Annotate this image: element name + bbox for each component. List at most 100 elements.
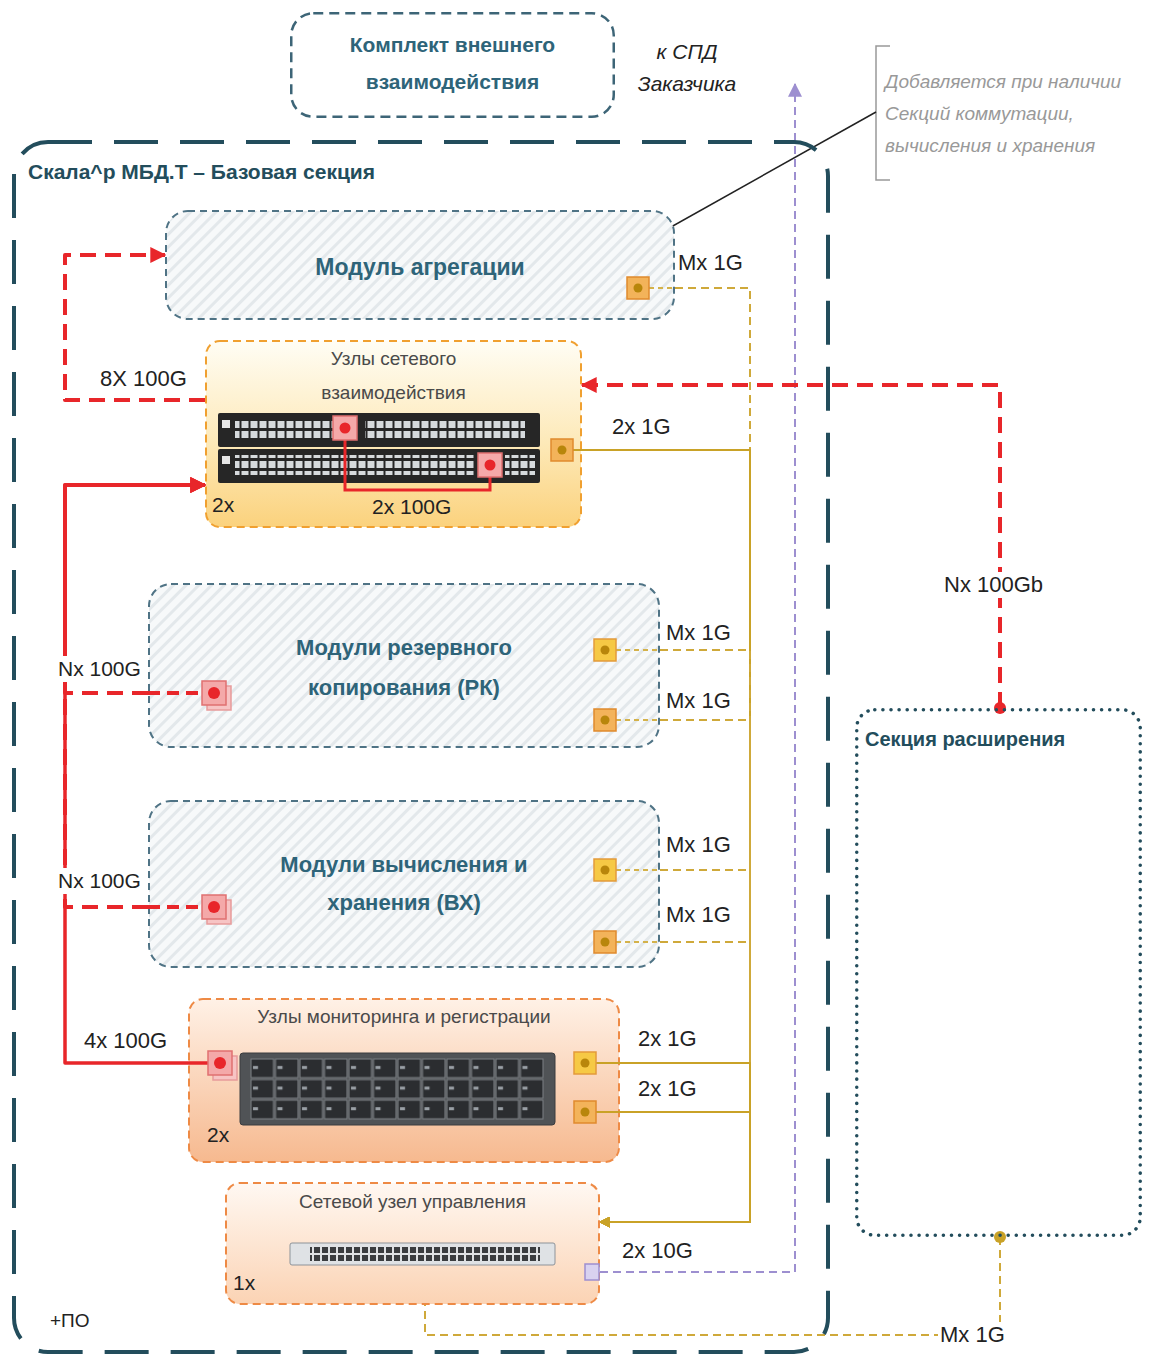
text-slot: Модули вычисления и хранения (ВХ)	[254, 846, 554, 922]
port-square	[208, 1051, 232, 1075]
port-illustration	[148, 583, 660, 748]
text-slot: Узлы мониторинга и регистрации	[208, 1004, 600, 1030]
node-group-box: Сетевой узел управления 1x	[225, 1182, 600, 1305]
connector	[600, 1063, 750, 1222]
box-border	[857, 710, 1141, 1236]
connector-dot	[994, 1231, 1006, 1243]
link-label: 2x 100G	[372, 494, 472, 520]
text-slot: 2x 100G	[372, 494, 472, 520]
text-slot: Модули резервного копирования (РК)	[254, 628, 554, 708]
box-count: 2x	[207, 1122, 247, 1148]
box-title: Секция расширения	[865, 726, 1132, 752]
text-slot: Сетевой узел управления	[245, 1189, 580, 1215]
port-dot	[208, 901, 220, 913]
text-slot: Mx 1G	[938, 1322, 1007, 1348]
switch-body	[218, 413, 540, 447]
port-wire	[148, 905, 202, 909]
port-wire	[596, 1111, 620, 1113]
connector	[600, 720, 750, 1222]
box-title: Комплект внешнего взаимодействия	[300, 26, 605, 100]
port-square	[574, 1101, 596, 1123]
text-slot: 4x 100G	[84, 1028, 167, 1054]
box-border	[189, 999, 619, 1162]
port-wire	[616, 649, 660, 651]
edge-label: 2x 1G	[638, 1076, 697, 1102]
port-square	[594, 639, 616, 661]
port-dot	[558, 446, 567, 455]
port-square	[594, 931, 616, 953]
port-dot	[581, 1108, 590, 1117]
switch-ports	[235, 419, 334, 439]
text-slot: Mx 1G	[666, 688, 731, 714]
port-dot	[485, 460, 496, 471]
text-slot: 2x 1G	[612, 414, 671, 440]
connector	[600, 288, 750, 1222]
box-title: Модули резервного копирования (РК)	[254, 628, 554, 708]
box-title: Сетевой узел управления	[245, 1189, 580, 1215]
edge-label: 8X 100G	[100, 366, 187, 392]
text-slot: Nx 100Gb	[942, 572, 1045, 598]
port-wire	[616, 941, 660, 943]
box-border	[149, 801, 659, 967]
text-slot: Nx 100G	[56, 656, 143, 682]
port-wire	[616, 869, 660, 871]
port-square	[594, 709, 616, 731]
link-label: 2x 10G	[622, 1238, 732, 1264]
box-border	[206, 341, 581, 527]
box-count: +ПО	[50, 1308, 130, 1334]
text-slot: Mx 1G	[678, 250, 743, 276]
switch-led	[222, 420, 230, 428]
node-group-box: Узлы мониторинга и регистрации 2x	[188, 998, 620, 1163]
text-slot: Nx 100G	[56, 868, 143, 894]
text-slot: к СПД Заказчика	[622, 36, 752, 100]
text-slot: Узлы сетевого взаимодействия	[265, 342, 522, 410]
text-slot: +ПО	[50, 1308, 130, 1334]
text-slot: Добавляется при наличии Секций коммутаци…	[885, 66, 1135, 162]
text-slot: 2x 10G	[622, 1238, 732, 1264]
port-square	[585, 1264, 599, 1280]
box-outline	[148, 800, 660, 968]
port-square	[202, 895, 226, 919]
box-border	[166, 211, 674, 319]
edge-label: 2x 1G	[612, 414, 671, 440]
port-square	[333, 416, 357, 440]
callout-note: Добавляется при наличии Секций коммутаци…	[885, 66, 1135, 162]
port-square	[594, 859, 616, 881]
port-wire	[649, 287, 675, 289]
section-frame: Скала^р МБД.Т – Базовая секция+ПО Модуль…	[12, 140, 830, 1354]
module-box: Модули резервного копирования (РК)	[148, 583, 660, 748]
server-body	[240, 1053, 555, 1125]
text-slot: Секция расширения	[865, 726, 1132, 752]
port-square	[478, 453, 502, 477]
module-box: Модуль агрегации	[165, 210, 675, 320]
connector-dot	[994, 702, 1006, 714]
box-title: Модули вычисления и хранения (ВХ)	[254, 846, 554, 922]
box-border	[291, 13, 614, 117]
edge-label: Mx 1G	[666, 620, 731, 646]
switch-led	[222, 456, 230, 464]
port-dot	[634, 284, 643, 293]
port-dot	[601, 646, 610, 655]
port-dot	[581, 1059, 590, 1068]
text-slot: Комплект внешнего взаимодействия	[300, 26, 605, 100]
edge-label: 4x 100G	[84, 1028, 167, 1054]
destination-label: к СПД Заказчика	[622, 36, 752, 100]
port-dot	[601, 938, 610, 947]
edge-label: Mx 1G	[666, 832, 731, 858]
port-dot	[601, 866, 610, 875]
edge-label: Mx 1G	[938, 1322, 1007, 1348]
switch-ports	[365, 419, 525, 439]
box-title: Узлы сетевого взаимодействия	[265, 342, 522, 410]
edge-label: Nx 100G	[56, 868, 143, 894]
edge-label: Nx 100Gb	[942, 572, 1045, 598]
connector	[600, 942, 750, 1222]
port-square	[627, 277, 649, 299]
port-dot	[340, 423, 351, 434]
text-slot: Mx 1G	[666, 902, 731, 928]
text-slot: 2x	[207, 1122, 247, 1148]
module-box: Модули вычисления и хранения (ВХ)	[148, 800, 660, 968]
port-wire	[148, 691, 202, 695]
port-dot	[214, 1057, 226, 1069]
edge-label: Mx 1G	[678, 250, 743, 276]
box-count: 1x	[233, 1270, 273, 1296]
